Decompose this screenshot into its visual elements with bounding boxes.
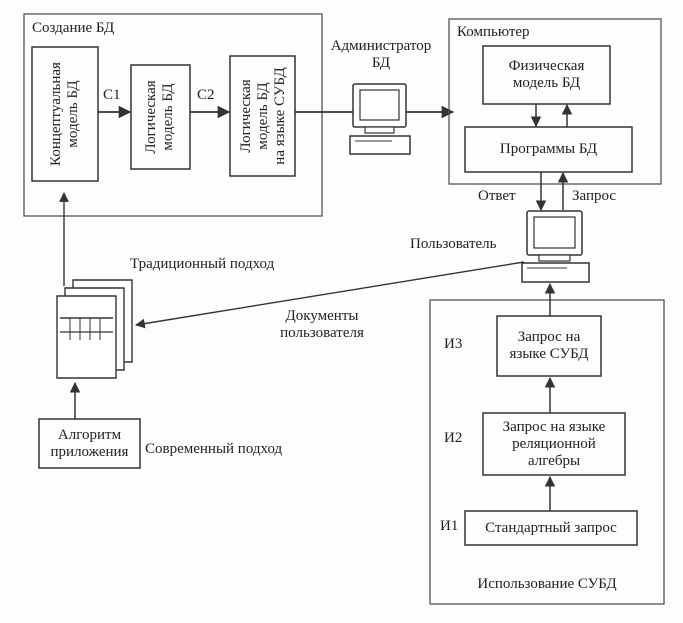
user-to-documents-arrow — [135, 261, 525, 329]
db-programs-box — [464, 126, 633, 173]
i2-label: И2 — [444, 430, 463, 446]
dbms-usage-title: Использование СУБД — [477, 576, 617, 592]
relational-query-box — [482, 412, 626, 476]
creation-title: Создание БД — [32, 20, 115, 36]
answer-label: Ответ — [478, 188, 516, 204]
i1-label: И1 — [440, 518, 459, 534]
user-label: Пользователь — [410, 236, 497, 252]
i3-label: И3 — [444, 336, 463, 352]
creation-frame — [23, 13, 323, 217]
documents-stack-icon — [56, 279, 133, 379]
physical-model-label: Физическая модель БД — [508, 58, 585, 91]
dbms-query-label: Запрос на языке СУБД — [509, 329, 589, 362]
documents-label: Документы пользователя — [280, 308, 364, 341]
dbms-query-box — [496, 315, 602, 377]
modern-approach-label: Современный подход — [145, 441, 283, 457]
computer-title: Компьютер — [457, 24, 530, 40]
user-monitor-icon — [521, 210, 590, 283]
standard-query-label: Стандартный запрос — [485, 519, 617, 536]
db-programs-label: Программы БД — [499, 141, 598, 157]
traditional-approach-label: Традиционный подход — [130, 256, 275, 272]
computer-frame — [448, 18, 662, 185]
logical-dbms-label: Логическая модель БД на языке СУБД — [237, 67, 288, 165]
algorithm-box — [38, 418, 141, 469]
c1-label: С1 — [103, 87, 121, 103]
relational-query-label: Запрос на языке реляционной алгебры — [502, 418, 606, 469]
algorithm-label: Алгоритм приложения — [50, 426, 129, 460]
admin-monitor-icon — [349, 83, 411, 155]
c2-label: С2 — [197, 87, 215, 103]
physical-model-box — [482, 45, 611, 105]
request-label: Запрос — [572, 188, 617, 204]
conceptual-model-box — [31, 46, 99, 182]
standard-query-box — [464, 510, 638, 546]
admin-label: Администратор БД — [330, 38, 432, 71]
conceptual-model-label: Концептуальная модель БД — [48, 62, 81, 166]
dbms-usage-frame — [429, 299, 665, 605]
logical-model-label: Логическая модель БД — [143, 80, 176, 154]
